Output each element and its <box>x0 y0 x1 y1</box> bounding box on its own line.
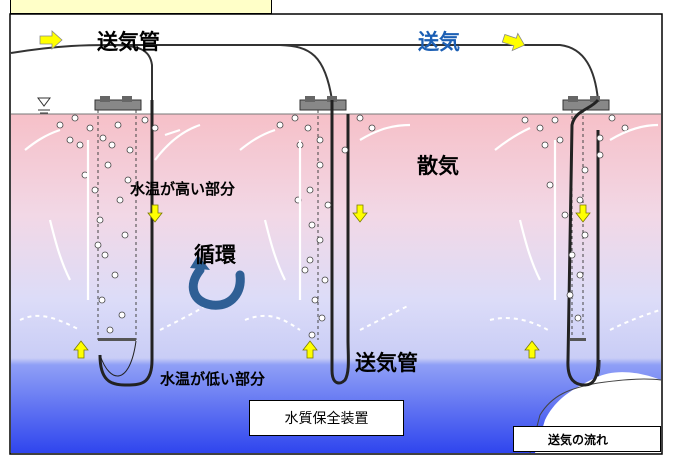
label-air-pipe-top: 送気管 <box>97 30 160 54</box>
yellow-arrow-right-icon <box>39 30 63 50</box>
water-body <box>11 114 661 453</box>
device-label-box: 水質保全装置 <box>249 400 404 436</box>
air-pipe-main <box>10 43 153 100</box>
diffuser-unit-3 <box>562 96 610 387</box>
air-pipe-main-3 <box>280 44 599 101</box>
device-label: 水質保全装置 <box>284 411 369 427</box>
water-level-icon <box>37 97 51 114</box>
diffuser-unit-1 <box>94 96 154 387</box>
label-air-pipe-mid: 送気管 <box>355 351 418 375</box>
upward-flow-arrows <box>24 123 659 300</box>
diffuser-unit-2 <box>299 96 350 385</box>
yellow-arrow-right-icon <box>501 32 526 52</box>
yellow-arrow-up-icon <box>73 340 540 359</box>
yellow-arrow-down-icon <box>147 204 591 223</box>
circulation-arrow-icon <box>188 255 245 310</box>
legend: 送気の流れ <box>513 426 661 452</box>
label-warm-water: 水温が高い部分 <box>130 180 236 198</box>
label-air-supply: 送気 <box>418 30 460 54</box>
top-tab <box>10 0 272 14</box>
ground-slope <box>529 378 662 454</box>
label-diffusion: 散気 <box>417 154 459 178</box>
label-cold-water: 水温が低い部分 <box>160 370 266 388</box>
air-bubbles <box>56 114 629 339</box>
legend-label: 送気の流れ <box>548 432 609 447</box>
label-circulation: 循環 <box>194 243 236 267</box>
